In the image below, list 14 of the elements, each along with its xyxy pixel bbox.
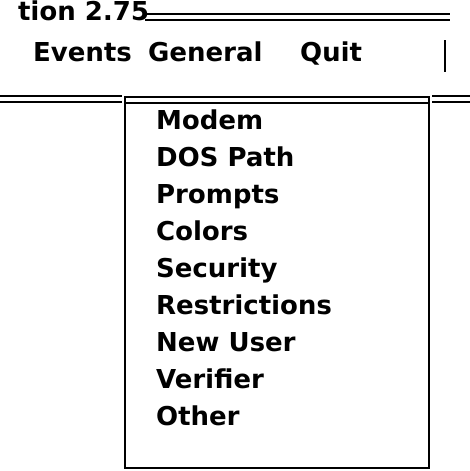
menu-item: Quit xyxy=(300,38,362,68)
menu-option: Verifier xyxy=(156,365,264,395)
window-title: tion 2.75 xyxy=(18,0,149,27)
menu-option: Modem xyxy=(156,106,264,136)
menu-item: General xyxy=(148,38,262,68)
menu-option: Prompts xyxy=(156,180,280,210)
menu-item: Events xyxy=(33,38,132,68)
menu-option: Security xyxy=(156,254,278,284)
dropdown-menu xyxy=(124,96,430,469)
menu-option: DOS Path xyxy=(156,143,294,173)
menu-option: Other xyxy=(156,402,240,432)
menu-option: Colors xyxy=(156,217,248,247)
menu-option: Restrictions xyxy=(156,291,332,321)
menu-option: New User xyxy=(156,328,296,358)
